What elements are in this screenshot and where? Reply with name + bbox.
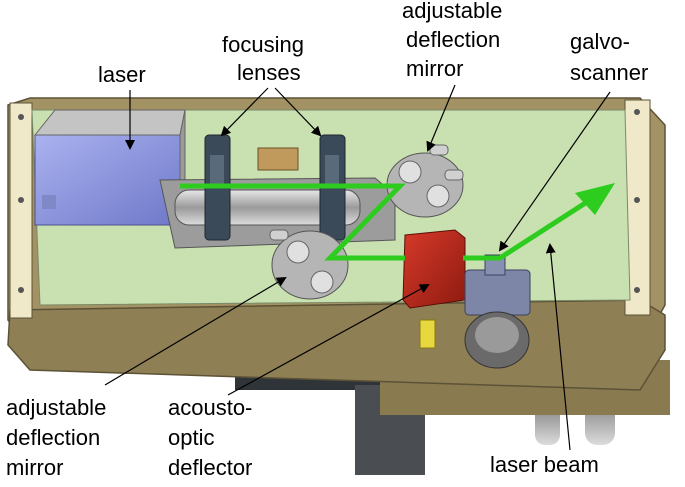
- label-aod-line3: deflector: [168, 455, 253, 480]
- label-focusing-lenses-line2: lenses: [237, 60, 301, 85]
- label-galvo-line2: scanner: [570, 60, 649, 85]
- focusing-lens-mounts: [204, 134, 346, 241]
- leader-lines: [104, 84, 611, 451]
- bottom-mirror-mount: [269, 229, 349, 300]
- label-bottom-mirror-line3: mirror: [6, 455, 64, 480]
- label-laser-beam: laser beam: [490, 452, 599, 477]
- label-top-mirror-line2: deflection: [406, 27, 501, 52]
- label-aod-line2: optic: [168, 425, 215, 450]
- galvo-scanner: [464, 254, 531, 369]
- top-mirror-mount: [386, 144, 464, 218]
- label-top-mirror-line1: adjustable: [402, 0, 503, 23]
- label-bottom-mirror-line1: adjustable: [6, 395, 107, 420]
- label-bottom-mirror-line2: deflection: [6, 425, 101, 450]
- label-laser: laser: [98, 62, 146, 87]
- label-top-mirror-line3: mirror: [406, 56, 464, 81]
- beam-arrowhead: [575, 183, 615, 215]
- label-galvo-line1: galvo-: [570, 29, 630, 54]
- laser-beam-path: [180, 183, 592, 261]
- label-aod-line1: acousto-: [168, 395, 253, 420]
- label-focusing-lenses-line1: focusing: [222, 32, 304, 57]
- laser-unit: [33, 109, 186, 226]
